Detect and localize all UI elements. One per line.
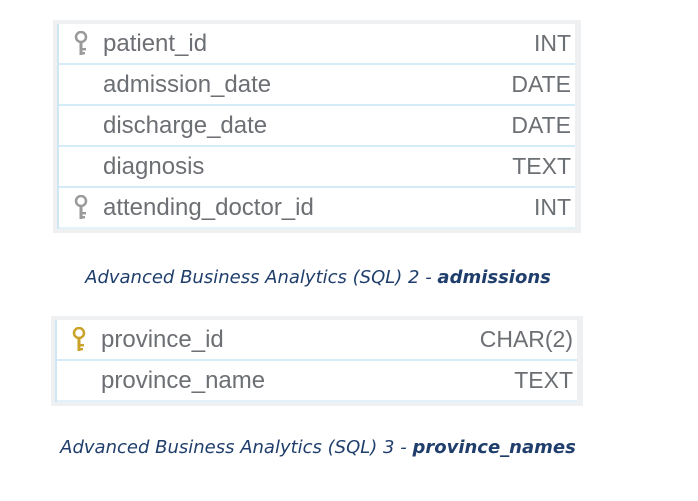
column-name: admission_date — [103, 70, 272, 98]
admissions-table: patient_id INT admission_date DATE disch… — [53, 20, 581, 233]
table-row[interactable]: diagnosis TEXT — [59, 147, 575, 188]
caption-table-name: province_names — [412, 437, 576, 458]
table-row[interactable]: attending_doctor_id INT — [59, 188, 575, 229]
caption-table-name: admissions — [437, 267, 551, 288]
key-slot — [59, 194, 103, 221]
key-icon — [74, 30, 88, 55]
caption-prefix: Advanced Business Analytics (SQL) 3 - — [60, 437, 413, 458]
province-names-table: province_id CHAR(2) province_name TEXT — [51, 316, 583, 406]
column-type: INT — [533, 194, 571, 220]
column-type: TEXT — [512, 153, 571, 179]
province-names-rows: province_id CHAR(2) province_name TEXT — [55, 320, 577, 402]
column-name: diagnosis — [103, 152, 205, 180]
column-type: CHAR(2) — [479, 326, 573, 352]
column-name: province_id — [101, 325, 224, 353]
column-name: province_name — [101, 366, 266, 394]
column-name: attending_doctor_id — [103, 193, 314, 221]
column-type: TEXT — [514, 367, 573, 393]
admissions-rows: patient_id INT admission_date DATE disch… — [57, 24, 575, 229]
key-icon — [74, 194, 88, 219]
table-caption: Advanced Business Analytics (SQL) 3 - pr… — [0, 437, 636, 458]
column-name: discharge_date — [103, 111, 268, 139]
table-row[interactable]: discharge_date DATE — [59, 106, 575, 147]
key-slot — [59, 30, 103, 57]
column-name: patient_id — [103, 29, 208, 57]
column-type: INT — [533, 30, 571, 56]
caption-prefix: Advanced Business Analytics (SQL) 2 - — [85, 267, 438, 288]
column-type: DATE — [511, 71, 571, 97]
table-row[interactable]: province_id CHAR(2) — [57, 320, 577, 361]
table-row[interactable]: province_name TEXT — [57, 361, 577, 402]
table-row[interactable]: admission_date DATE — [59, 65, 575, 106]
column-type: DATE — [511, 112, 571, 138]
key-slot — [57, 326, 101, 353]
table-row[interactable]: patient_id INT — [59, 24, 575, 65]
table-caption: Advanced Business Analytics (SQL) 2 - ad… — [0, 267, 636, 288]
key-icon — [72, 326, 86, 351]
